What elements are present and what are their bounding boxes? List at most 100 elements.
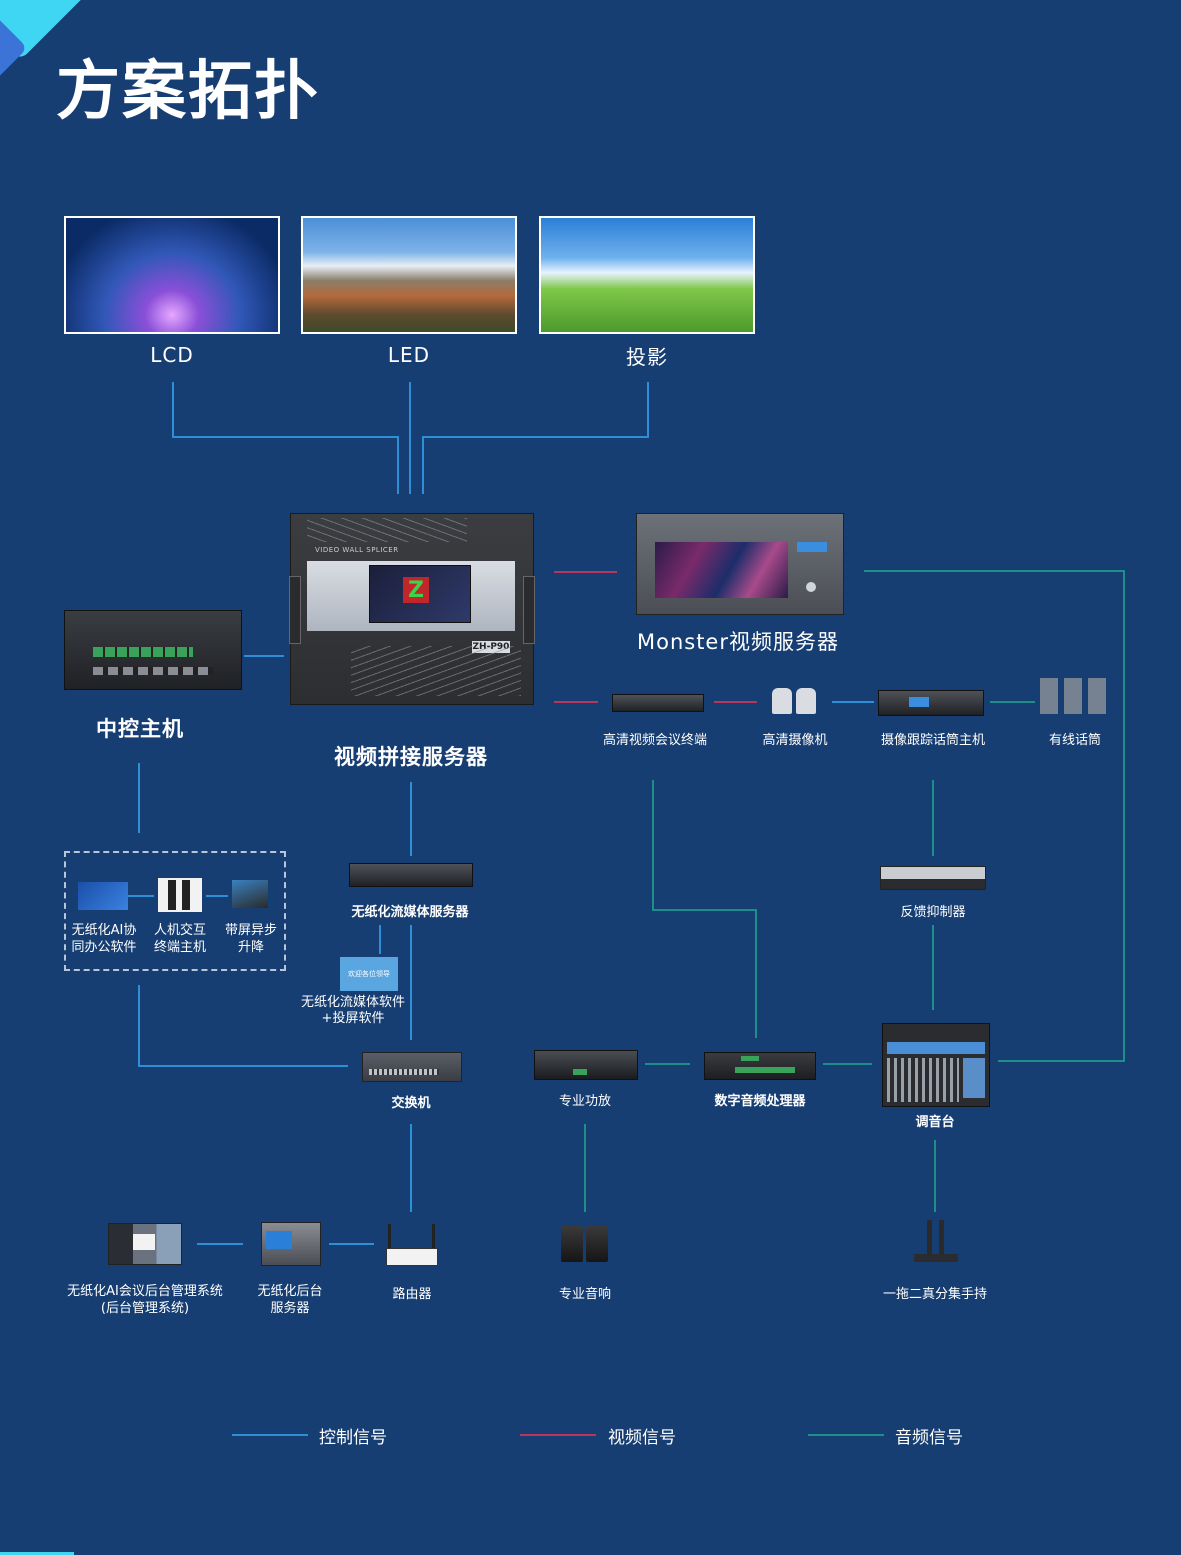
monster-screen (655, 542, 788, 598)
led-screen-image (301, 216, 517, 334)
lcd-label: LCD (150, 343, 194, 367)
server-screen (266, 1231, 292, 1249)
dsp-device (704, 1052, 816, 1080)
label-line: 同办公软件 (71, 940, 137, 955)
backend-system-image (108, 1223, 182, 1265)
monster-lcd (797, 542, 827, 552)
mixer-label: 调音台 (915, 1115, 955, 1130)
tower-unit (168, 880, 176, 910)
paperless-item-label: 带屏异步 升降 (218, 922, 284, 956)
decor-stripes (351, 646, 521, 696)
backend-dialog (133, 1234, 155, 1250)
speakers-label: 专业音响 (558, 1287, 611, 1302)
paperless-item-label: 人机交互 终端主机 (145, 922, 215, 956)
antenna (432, 1224, 435, 1252)
streaming-software-label: 无纸化流媒体软件 +投屏软件 (295, 995, 411, 1027)
label-line: 升降 (237, 940, 264, 955)
switch-label: 交换机 (391, 1096, 431, 1111)
paperless-item-label: 无纸化AI协 同办公软件 (66, 922, 142, 956)
wired-mic-label: 有线话筒 (1048, 733, 1101, 748)
mic-handle (927, 1220, 932, 1254)
amplifier-label: 专业功放 (558, 1094, 611, 1109)
label-line: 人机交互 (153, 923, 206, 938)
label-line: 终端主机 (153, 940, 206, 955)
streaming-server-device (349, 863, 473, 887)
rack-handle (523, 576, 535, 644)
legend-swatch-video (520, 1434, 596, 1436)
label-line: 服务器 (270, 1301, 310, 1316)
legend-swatch-control (232, 1434, 308, 1436)
legend-swatch-audio (808, 1434, 884, 1436)
lift-screen-image (232, 880, 268, 908)
mixer-channel-strip (887, 1042, 985, 1054)
wire-group-switch (138, 985, 348, 1067)
decor-stripes (307, 518, 467, 542)
legend-label-video: 视频信号 (608, 1428, 676, 1448)
hd-terminal-device (612, 694, 704, 712)
led-label: LED (387, 343, 431, 367)
legend-label-control: 控制信号 (319, 1428, 387, 1448)
mic-receiver (914, 1254, 958, 1262)
splicer-logo-icon (403, 577, 429, 603)
router-label: 路由器 (392, 1287, 432, 1302)
mic-handle (939, 1220, 944, 1254)
backend-server-device (261, 1222, 321, 1266)
rack-handle (289, 576, 301, 644)
dsp-label: 数字音频处理器 (714, 1094, 806, 1109)
switch-device (362, 1052, 462, 1082)
mixer-master (963, 1058, 985, 1098)
projector-label: 投影 (626, 345, 668, 369)
label-line: 无纸化AI协 (71, 923, 137, 938)
bottom-accent-bar (0, 1552, 74, 1555)
central-control-label: 中控主机 (96, 717, 184, 741)
page-title: 方案拓扑 (56, 55, 320, 129)
video-wall-splicer-device: VIDEO WALL SPLICER ZH-P90 (289, 513, 535, 705)
splicer-label: 视频拼接服务器 (334, 745, 488, 769)
speaker-unit (586, 1226, 608, 1262)
hd-terminal-label: 高清视频会议终端 (602, 733, 707, 748)
feedback-suppressor-label: 反馈抑制器 (900, 905, 966, 920)
dsp-display (741, 1056, 759, 1061)
label-line: +投屏软件 (321, 1011, 385, 1026)
projector-screen-image (539, 216, 755, 334)
wire-projector-splicer (422, 382, 649, 494)
label-line: 无纸化流媒体软件 (300, 995, 405, 1010)
wire-monster-mixer (864, 570, 1125, 1062)
amp-terminal (573, 1069, 587, 1075)
monster-server-device (636, 513, 844, 615)
mixer-faders (887, 1058, 959, 1102)
wire-terminal-dsp (652, 780, 757, 1038)
wireless-mic-device (912, 1220, 960, 1264)
lcd-screen-image (64, 216, 280, 334)
tracking-lcd (909, 697, 929, 707)
label-line: 无纸化AI会议后台管理系统 (67, 1284, 223, 1299)
label-line: 带屏异步 (224, 923, 277, 938)
monster-knob-icon (806, 582, 816, 592)
feedback-suppressor-device (880, 866, 986, 890)
amplifier-device (534, 1050, 638, 1080)
terminal-host-image (158, 878, 202, 912)
hd-camera-label: 高清摄像机 (762, 733, 828, 748)
mixer-device (882, 1023, 990, 1107)
terminal-blocks (93, 647, 193, 657)
legend-label-audio: 音频信号 (895, 1428, 963, 1448)
wireless-mic-label: 一拖二真分集手持 (882, 1287, 987, 1302)
streaming-server-label: 无纸化流媒体服务器 (351, 905, 469, 920)
tracking-host-device (878, 690, 984, 716)
dsp-terminals (735, 1067, 795, 1073)
splicer-brand-text: VIDEO WALL SPLICER (315, 546, 399, 554)
ai-software-image (78, 882, 128, 910)
switch-ports (369, 1069, 439, 1075)
camera-unit (772, 688, 792, 714)
tracking-host-label: 摄像跟踪话筒主机 (880, 733, 985, 748)
streaming-software-screen: 欢迎各位领导 (340, 957, 398, 991)
label-line: (后台管理系统) (100, 1301, 190, 1316)
antenna (388, 1224, 391, 1252)
speakers-device (561, 1226, 611, 1262)
io-ports (93, 667, 213, 675)
camera-unit (796, 688, 816, 714)
speaker-unit (561, 1226, 583, 1262)
router-device (384, 1224, 440, 1268)
router-body (386, 1248, 438, 1266)
